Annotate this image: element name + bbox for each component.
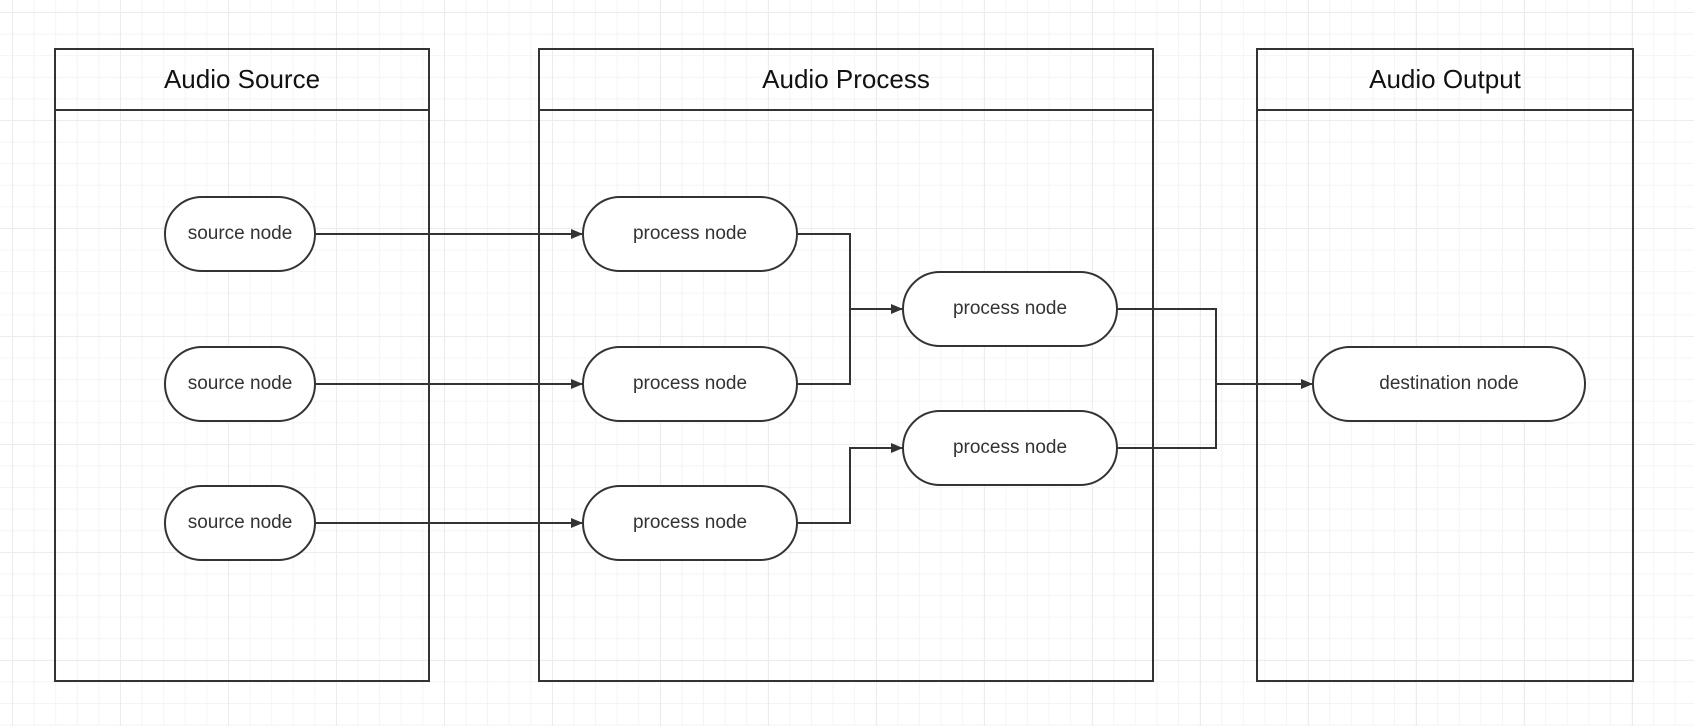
edge-process3-process5 [798,443,903,524]
edge-process1-process4 [798,233,903,314]
lane-title-audio-source: Audio Source [56,50,428,111]
lane-title-audio-process: Audio Process [540,50,1152,111]
lane-audio-source: Audio Source [54,48,430,682]
edge-process5-destination [1118,384,1217,449]
lane-audio-output: Audio Output [1256,48,1634,682]
edge-process2-process4 [798,309,851,385]
lane-title-audio-output: Audio Output [1258,50,1632,111]
lane-audio-process: Audio Process [538,48,1154,682]
process-node-1[interactable]: process node [582,196,798,272]
process-node-3[interactable]: process node [582,485,798,561]
source-node-2[interactable]: source node [164,346,316,422]
edge-process4-destination [1118,308,1313,389]
source-node-1[interactable]: source node [164,196,316,272]
process-node-5[interactable]: process node [902,410,1118,486]
process-node-4[interactable]: process node [902,271,1118,347]
source-node-3[interactable]: source node [164,485,316,561]
process-node-2[interactable]: process node [582,346,798,422]
destination-node[interactable]: destination node [1312,346,1586,422]
